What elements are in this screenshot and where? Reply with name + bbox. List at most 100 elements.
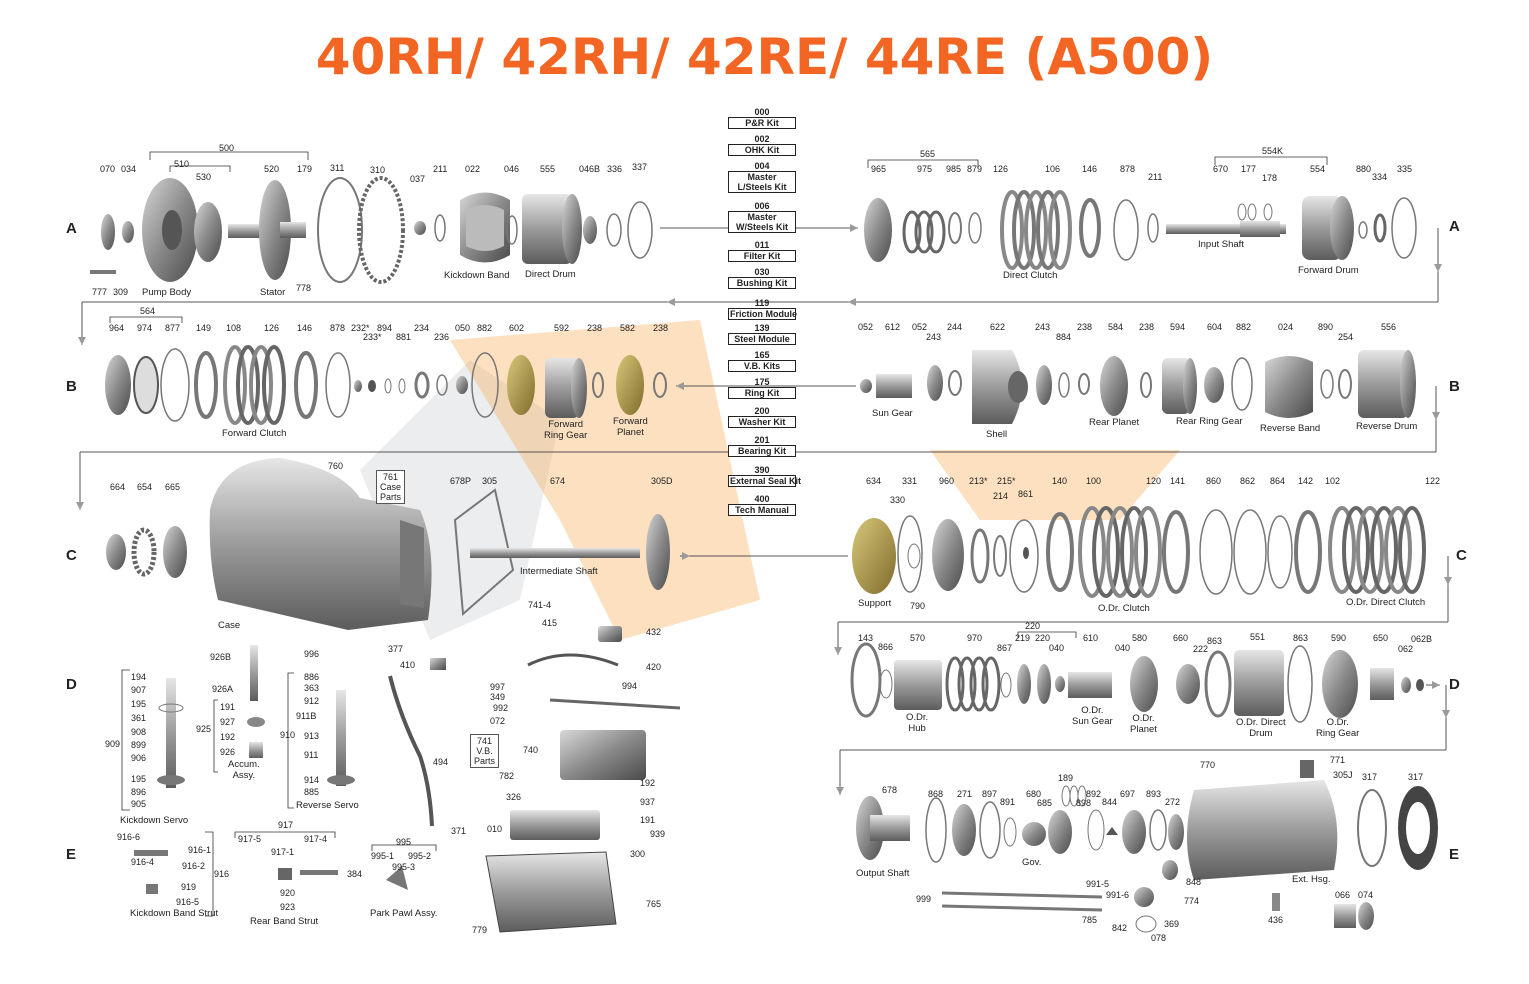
part-number: 897	[982, 789, 998, 799]
part-number: 106	[1045, 164, 1061, 174]
row-label-d-right: D	[1449, 676, 1460, 693]
part-number: 670	[1213, 164, 1229, 174]
kit-number: 002	[754, 134, 770, 144]
caption-intermediate-shaft: Intermediate Shaft	[520, 566, 598, 577]
caption-od-hub: O.Dr. Hub	[906, 712, 929, 734]
lines-494-part	[388, 675, 434, 827]
part-number: 674	[550, 476, 566, 486]
od-hub-part	[894, 660, 942, 710]
part-number: 530	[196, 172, 212, 182]
part-number: 361	[131, 713, 147, 723]
part-number: 886	[304, 672, 320, 682]
ring-046-part	[506, 215, 518, 245]
part-number: 143	[858, 633, 874, 643]
stator-part	[228, 180, 306, 280]
caption-direct-clutch: Direct Clutch	[1003, 270, 1058, 281]
part-number: 146	[297, 323, 313, 333]
part-number: 410	[400, 660, 416, 670]
pump-bushing-part	[122, 221, 134, 243]
part-number: 215*	[997, 476, 1016, 486]
part-number: 937	[640, 797, 656, 807]
rings-863-part	[1204, 650, 1232, 718]
part-number: 369	[1164, 919, 1180, 929]
part-number: 564	[140, 306, 156, 316]
part-number: 741-4	[528, 600, 552, 610]
rings-892-part	[1087, 809, 1118, 851]
part-number: 650	[1373, 633, 1389, 643]
kit-label: Washer Kit	[728, 416, 796, 428]
part-number: 912	[304, 696, 320, 706]
part-number: 120	[1146, 476, 1162, 486]
od-front-parts	[850, 642, 893, 718]
part-number: 899	[131, 740, 147, 750]
kit-label: Filter Kit	[728, 250, 796, 262]
kit-number: 175	[754, 377, 770, 387]
gasket-305-part	[453, 488, 515, 617]
caption-direct-drum: Direct Drum	[525, 269, 576, 280]
bushing-037-part	[414, 221, 426, 235]
kit-number: 006	[754, 201, 770, 211]
washer-238b-part	[653, 372, 667, 398]
part-number: 305J	[1333, 770, 1353, 780]
part-number: 189	[1058, 773, 1074, 783]
rear-planet-part	[1100, 356, 1128, 416]
part-number: 862	[1240, 476, 1256, 486]
part-number: 909	[105, 739, 121, 749]
part-number: 995-2	[408, 851, 432, 861]
plate-146b-part	[294, 351, 318, 419]
ring-878b-part	[325, 352, 351, 418]
part-number: 923	[280, 902, 296, 912]
kit-label: P&R Kit	[728, 117, 796, 129]
part-number: 565	[920, 149, 936, 159]
part-number: 500	[219, 143, 235, 153]
part-number: 551	[1250, 632, 1266, 642]
ring-882b-part	[1231, 357, 1253, 411]
part-number: 584	[1108, 322, 1124, 332]
reverse-drum-part	[1358, 350, 1416, 418]
part-number: 654	[137, 482, 153, 492]
part-number: 244	[947, 322, 963, 332]
seal-317-part	[1357, 789, 1387, 867]
caption-vb-parts: 741 V.B. Parts	[470, 734, 500, 768]
part-number: 882	[1236, 322, 1252, 332]
part-number: 866	[878, 642, 894, 652]
rings-177-part	[1237, 203, 1273, 221]
part-number: 238	[653, 323, 669, 333]
part-number: 680	[1026, 789, 1042, 799]
caption-pump-body: Pump Body	[142, 287, 192, 298]
part-number: 146	[1082, 164, 1098, 174]
caption-rear-ring-gear: Rear Ring Gear	[1176, 416, 1243, 427]
part-number: 906	[131, 753, 147, 763]
part-number: 191	[220, 702, 236, 712]
part-number: 243	[1035, 322, 1051, 332]
part-number: 863	[1293, 633, 1309, 643]
bushing-066-part	[1334, 902, 1374, 930]
rings-189-part	[1061, 785, 1087, 807]
row-label-a-right: A	[1449, 218, 1460, 235]
caption-accum-assy: Accum. Assy.	[228, 759, 260, 781]
part-number: 436	[1268, 915, 1284, 925]
part-number: 778	[296, 283, 312, 293]
part-number: 432	[646, 627, 662, 637]
plug-436-part	[1272, 893, 1280, 911]
part-number: 917-5	[238, 834, 262, 844]
part-number: 149	[196, 323, 212, 333]
part-number: 996	[304, 649, 320, 659]
part-number: 777	[92, 287, 108, 297]
part-number: 910	[280, 730, 296, 740]
sun-gear-part	[876, 374, 912, 398]
part-number: 377	[388, 644, 404, 654]
ring-337-part	[627, 201, 653, 259]
part-number: 916-4	[131, 857, 155, 867]
part-number: 213*	[969, 476, 988, 486]
part-number: 062B	[1411, 634, 1433, 644]
part-number: 914	[304, 775, 320, 785]
kit-label: Bearing Kit	[728, 445, 796, 457]
part-number: 220	[1035, 633, 1051, 643]
part-number: 665	[165, 482, 181, 492]
part-number: 999	[916, 894, 932, 904]
row-label-d-left: D	[66, 676, 77, 693]
